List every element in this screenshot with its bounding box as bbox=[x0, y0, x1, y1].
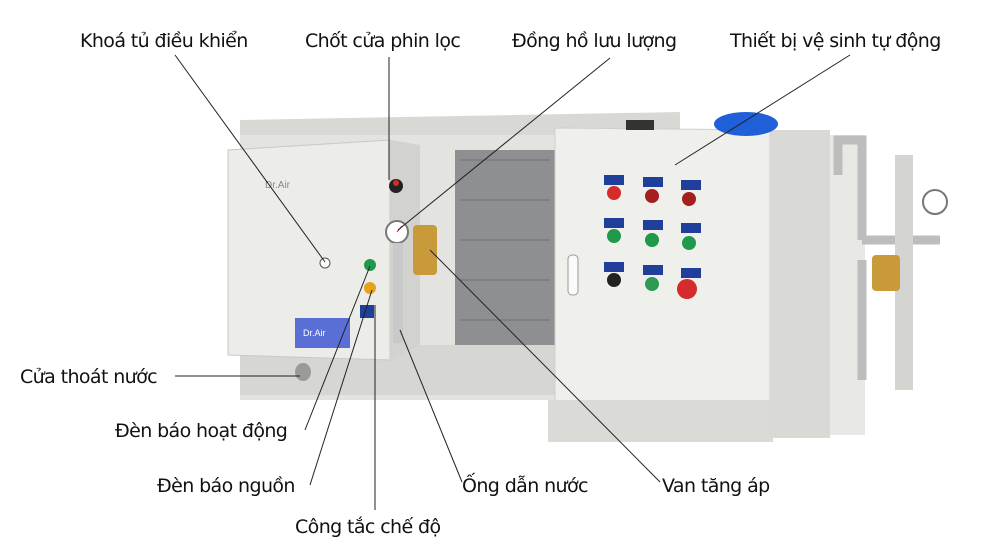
control-box: Dr.Air Dr.Air bbox=[227, 139, 420, 361]
label-control-lock: Khoá tủ điều khiển bbox=[80, 30, 248, 52]
label-filter-latch: Chốt cửa phin lọc bbox=[305, 30, 461, 52]
label-power-light: Đèn báo nguồn bbox=[157, 475, 295, 497]
leader-lines bbox=[174, 54, 851, 510]
cabinet-buttons bbox=[604, 175, 701, 299]
control-cabinet bbox=[548, 112, 865, 442]
label-mode-switch: Công tắc chế độ bbox=[295, 516, 441, 538]
label-booster-valve: Van tăng áp bbox=[662, 475, 770, 497]
label-flow-meter: Đồng hồ lưu lượng bbox=[512, 30, 677, 52]
svg-text:Dr.Air: Dr.Air bbox=[303, 328, 326, 338]
svg-text:Dr.Air: Dr.Air bbox=[265, 180, 291, 191]
label-run-light: Đèn báo hoạt động bbox=[115, 420, 288, 442]
label-water-pipe: Ống dẫn nước bbox=[462, 475, 588, 497]
label-auto-cleaner: Thiết bị vệ sinh tự động bbox=[730, 30, 941, 52]
label-drain: Cửa thoát nước bbox=[20, 366, 158, 388]
